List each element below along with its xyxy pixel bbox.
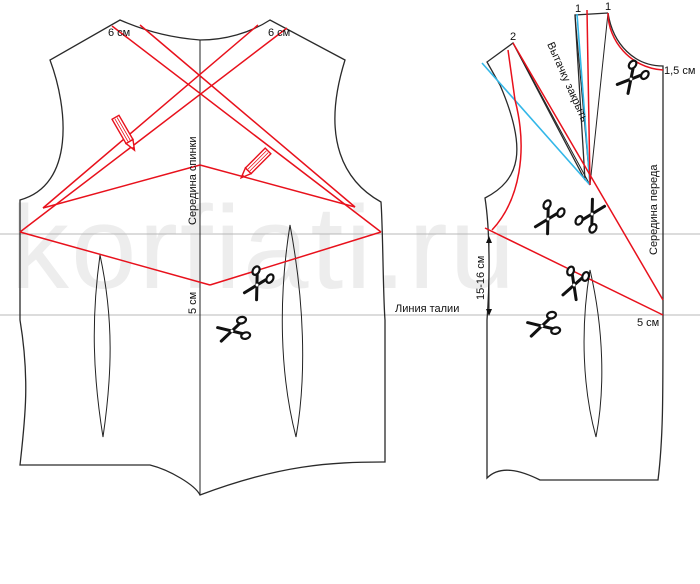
back-dart-right [281, 224, 304, 438]
front-closed-dart-line [576, 13, 591, 186]
front-outline [484, 12, 664, 481]
mark-1b-label: 1 [605, 1, 611, 13]
watermark: korfiati.ru [10, 182, 517, 314]
scissors-icon [612, 57, 652, 98]
neck-offset-label: 1,5 см [664, 65, 695, 77]
front-dart-leg [589, 12, 609, 186]
front-waist-offset-label: 5 см [637, 317, 659, 329]
back-cut-line [209, 231, 382, 286]
front-center-label: Середина переда [648, 164, 660, 255]
back-cut-line [19, 231, 211, 286]
mark-2-label: 2 [510, 31, 516, 43]
close-dart-label: Вытачку закрыть [544, 40, 590, 124]
side-span-label: 15-16 см [475, 256, 487, 300]
waist-line-label: Линия талии [395, 303, 459, 315]
front-neck-cut [607, 12, 664, 71]
back-left-shoulder-label: 6 см [108, 27, 130, 39]
back-piece [19, 19, 386, 496]
front-cut-line [512, 42, 664, 301]
scissors-icon [572, 195, 610, 236]
mark-1a-label: 1 [575, 3, 581, 15]
scissors-icon [530, 197, 568, 238]
front-piece [481, 9, 664, 481]
back-cut-line [42, 24, 259, 209]
back-cut-line [199, 164, 356, 208]
measure-arrow-icon [486, 309, 492, 316]
back-cut-line [111, 25, 382, 233]
back-center-label: Середина спинки [187, 137, 199, 226]
back-cut-line [42, 164, 201, 209]
back-right-shoulder-label: 6 см [268, 27, 290, 39]
front-cut-curve [491, 49, 522, 231]
back-cut-line [139, 24, 356, 208]
scissors-icon [215, 314, 253, 347]
front-closed-dart-line [481, 62, 591, 186]
back-dart-left [93, 254, 111, 438]
back-cut-line [19, 27, 288, 233]
pencil-icon [237, 147, 272, 182]
front-cut-line [586, 9, 591, 186]
scissors-icon [557, 264, 592, 303]
back-waist-offset-label: 5 см [187, 292, 199, 314]
front-waist-dart [583, 269, 603, 438]
front-dart-leg [512, 42, 591, 186]
measure-arrow-icon [486, 236, 492, 243]
